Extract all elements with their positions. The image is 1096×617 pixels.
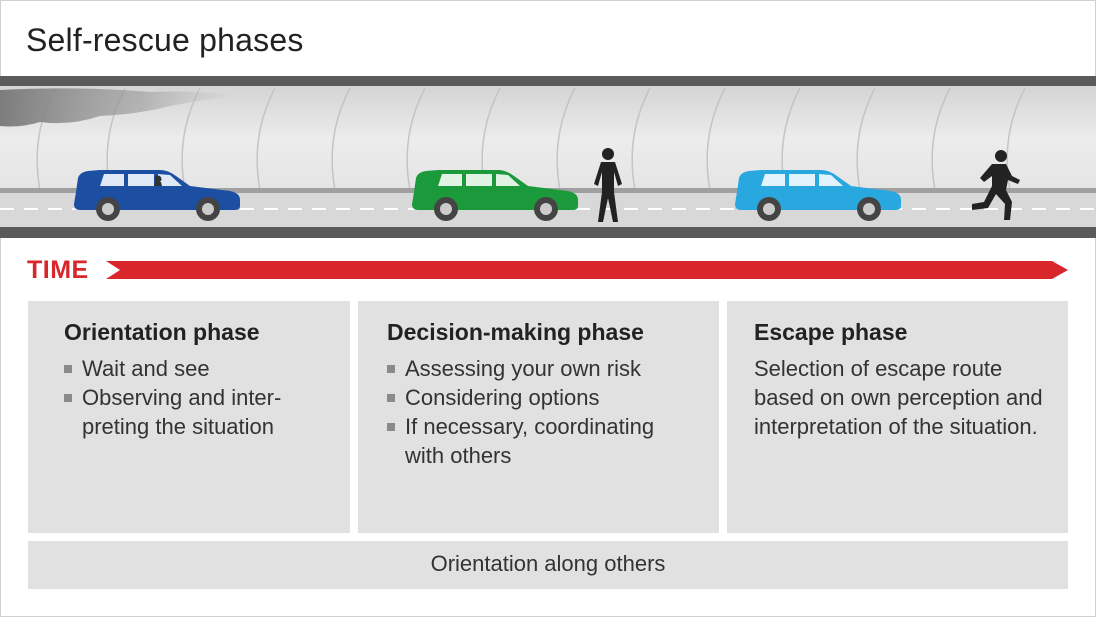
phase-description: Selection of escape route based on own p…	[754, 356, 1043, 439]
time-label: TIME	[27, 256, 89, 284]
timeline: TIME	[0, 252, 1096, 288]
car-blue	[74, 170, 240, 221]
orientation-phase-box: Orientation phase Wait and see Observing…	[28, 301, 350, 533]
bullet-icon	[387, 423, 395, 431]
tunnel-scene	[0, 76, 1096, 238]
bullet-list: Assessing your own risk Considering opti…	[387, 354, 687, 470]
list-item: Assessing your own risk	[387, 354, 687, 383]
bullet-list: Wait and see Observing and inter- pretin…	[64, 354, 350, 441]
list-item: Considering options	[387, 383, 687, 412]
bullet-icon	[64, 365, 72, 373]
page-title: Self-rescue phases	[26, 22, 304, 58]
escape-phase-box: Escape phase Selection of escape route b…	[727, 301, 1068, 533]
phase-title: Decision-making phase	[387, 319, 644, 345]
standing-person-icon	[594, 148, 622, 222]
phase-title: Escape phase	[754, 319, 908, 345]
tunnel-floor-band	[0, 227, 1096, 238]
phase-title: Orientation phase	[64, 319, 260, 345]
time-arrow-icon	[106, 261, 1068, 279]
car-light-blue	[735, 170, 901, 221]
car-green	[412, 170, 578, 221]
orientation-along-others-bar: Orientation along others	[28, 541, 1068, 589]
bullet-icon	[387, 394, 395, 402]
decision-making-phase-box: Decision-making phase Assessing your own…	[358, 301, 719, 533]
bullet-icon	[64, 394, 72, 402]
tunnel-ceiling-band	[0, 76, 1096, 86]
bullet-icon	[387, 365, 395, 373]
list-item: Observing and inter- preting the situati…	[64, 383, 350, 441]
list-item: Wait and see	[64, 354, 350, 383]
running-person-icon	[972, 150, 1020, 220]
list-item: If necessary, coordinating with others	[387, 412, 687, 470]
smoke-icon	[0, 88, 240, 127]
